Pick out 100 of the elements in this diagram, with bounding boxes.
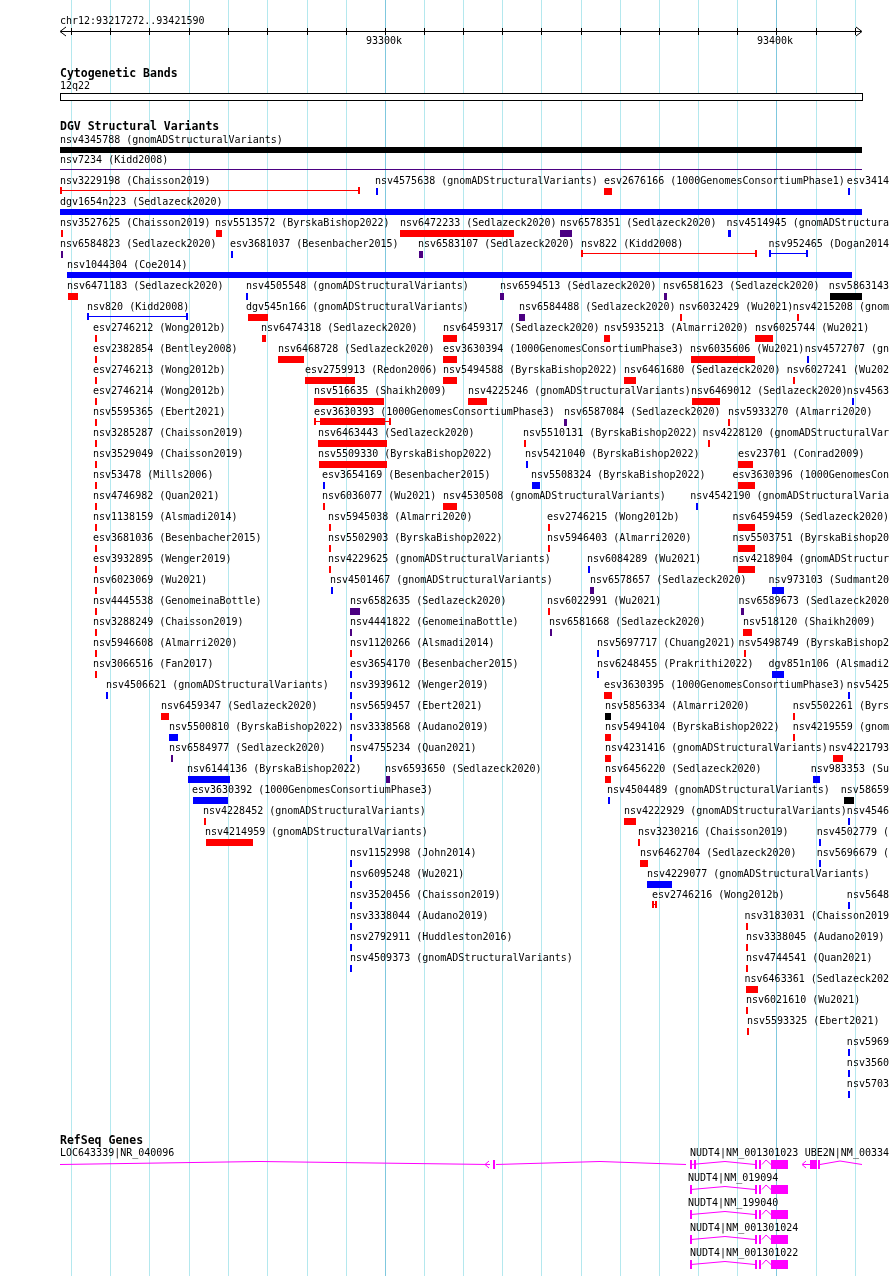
variant-label: nsv4572707 (gn [804,343,889,355]
variant-label: nsv4504489 (gnomADStructuralVariants) [607,784,830,796]
variant-label: dgv545n166 (gnomADStructuralVariants) [246,301,469,313]
variant-label: nsv4441822 (GenomeinaBottle) [350,616,519,628]
variant-label: esv3630395 (1000GenomesConsortiumPhase3) [604,679,845,691]
variant-label: nsv5494104 (ByrskaBishop2022) [605,721,780,733]
variant-label: nsv5502903 (ByrskaBishop2022) [328,532,503,544]
variant-label: esv2382854 (Bentley2008) [93,343,238,355]
variant-label: nsv1138159 (Alsmadi2014) [93,511,238,523]
variant-label: nsv6027241 (Wu202 [786,364,889,376]
variant-label: nsv5945038 (Almarri2020) [328,511,473,523]
variant-label: nsv4514945 (gnomADStructura [726,217,889,229]
variant-label: nsv4575638 (gnomADStructuralVariants) [375,175,598,187]
variant-label: esv3654170 (Besenbacher2015) [350,658,519,670]
variant-label: nsv6144136 (ByrskaBishop2022) [187,763,362,775]
variant-label: nsv5935213 (Almarri2020) [604,322,749,334]
tick-label: 93400k [757,35,794,47]
variant-label: nsv5510131 (ByrskaBishop2022) [523,427,698,439]
variant-label: nsv6459459 (Sedlazeck2020) [732,511,889,523]
variant-label: nsv5648 [846,889,889,901]
variant-label: esv3654169 (Besenbacher2015) [322,469,491,481]
variant-label: esv2746213 (Wong2012b) [93,364,226,376]
variant-label: nsv4530508 (gnomADStructuralVariants) [443,490,666,502]
track-title: Cytogenetic Bands [60,67,178,80]
variant-label: nsv6594513 (Sedlazeck2020) [500,280,657,292]
variant-label: nsv4221793 [828,742,889,754]
variant-label: nsv4229077 (gnomADStructuralVariants) [647,868,870,880]
variant-label: nsv3520456 (Chaisson2019) [350,889,501,901]
variant-label: nsv53478 (Mills2006) [93,469,214,481]
variant-label: nsv4746982 (Quan2021) [93,490,220,502]
variant-label: nsv6471183 (Sedlazeck2020) [67,280,224,292]
variant-label: nsv6248455 (Prakrithi2022) [597,658,754,670]
variant-label: nsv4546 [846,805,889,817]
variant-label: nsv3288249 (Chaisson2019) [93,616,244,628]
variant-label: nsv7234 (Kidd2008) [60,154,169,166]
variant-label: nsv6587084 (Sedlazeck2020) [564,406,721,418]
variant-label: nsv4506621 (gnomADStructuralVariants) [106,679,329,691]
variant-label: nsv3183031 (Chaisson2019 [744,910,889,922]
variant-label: nsv516635 (Shaikh2009) [314,385,447,397]
variant-label: esv2676166 (1000GenomesConsortiumPhase1) [604,175,845,187]
variant-label: nsv3939612 (Wenger2019) [350,679,489,691]
variant-label: nsv4222929 (gnomADStructuralVariants) [624,805,847,817]
variant-label: nsv5659457 (Ebert2021) [350,700,483,712]
variant-label: dgv851n106 (Alsmadi2 [768,658,889,670]
variant-label: nsv4501467 (gnomADStructuralVariants) [330,574,553,586]
variant-label: nsv5697717 (Chuang2021) [597,637,736,649]
variant-label: esv3681036 (Besenbacher2015) [93,532,262,544]
variant-label: nsv6022991 (Wu2021) [547,595,662,607]
variant-label: nsv3285287 (Chaisson2019) [93,427,244,439]
variant-label: nsv3560 [846,1057,889,1069]
variant-label: nsv5421040 (ByrskaBishop2022) [525,448,700,460]
gene-label: NUDT4|NM_001301023 [690,1147,799,1159]
variant-label: nsv4505548 (gnomADStructuralVariants) [246,280,469,292]
variant-label: nsv4228120 (gnomADStructuralVar [702,427,889,439]
variant-label: esv3932895 (Wenger2019) [93,553,232,565]
variant-label: nsv6036077 (Wu2021) [322,490,437,502]
track-title: RefSeq Genes [60,1134,144,1147]
variant-label: nsv4225246 (gnomADStructuralVariants) [468,385,691,397]
variant-label: nsv3338045 (Audano2019) [746,931,885,943]
variant-label: nsv5703 [846,1078,889,1090]
gene-label: NUDT4|NM_001301024 [690,1222,799,1234]
variant-label: nsv4228452 (gnomADStructuralVariants) [203,805,426,817]
variant-label: nsv6468728 (Sedlazeck2020) [278,343,435,355]
variant-label: nsv4563 [846,385,889,397]
variant-label: nsv6583107 (Sedlazeck2020) [418,238,575,250]
variant-label: nsv4214959 (gnomADStructuralVariants) [205,826,428,838]
variant-label: nsv6582635 (Sedlazeck2020) [350,595,507,607]
variant-label: nsv3230216 (Chaisson2019) [638,826,789,838]
variant-label: esv2746216 (Wong2012b) [652,889,785,901]
variant-label: esv3630393 (1000GenomesConsortiumPhase3) [314,406,555,418]
variant-label: nsv6035606 (Wu2021) [690,343,805,355]
variant-label: nsv6084289 (Wu2021) [587,553,702,565]
variant-label: nsv5863143 [828,280,889,292]
variant-label: nsv6032429 (Wu2021) [679,301,794,313]
variant-label: nsv3338568 (Audano2019) [350,721,489,733]
variant-label: nsv4229625 (gnomADStructuralVariants) [328,553,551,565]
variant-label: nsv5502261 (Byrs [792,700,889,712]
variant-label: nsv3229198 (Chaisson2019) [60,175,211,187]
variant-label: nsv3527625 (Chaisson2019) [60,217,211,229]
variant-label: nsv4231416 (gnomADStructuralVariants) [605,742,828,754]
variant-label: nsv6021610 (Wu2021) [746,994,861,1006]
band-label: 12q22 [60,80,91,92]
variant-label: nsv6095248 (Wu2021) [350,868,465,880]
variant-label: nsv4218904 (gnomADStructur [732,553,889,565]
variant-label: nsv1152998 (John2014) [350,847,477,859]
gene-label: UBE2N|NM_00334 [804,1147,889,1159]
variant-label: nsv58659 [840,784,889,796]
variant-label: nsv3338044 (Audano2019) [350,910,489,922]
variant-label: dgv1654n223 (Sedlazeck2020) [60,196,223,208]
gene-label: LOC643339|NR_040096 [60,1147,175,1159]
variant-label: nsv6584488 (Sedlazeck2020) [519,301,676,313]
variant-label: nsv5494588 (ByrskaBishop2022) [443,364,618,376]
variant-label: nsv6578657 (Sedlazeck2020) [590,574,747,586]
variant-label: nsv820 (Kidd2008) [87,301,190,313]
variant-label: esv3630392 (1000GenomesConsortiumPhase3) [192,784,433,796]
variant-label: nsv3529049 (Chaisson2019) [93,448,244,460]
variant-label: nsv5595365 (Ebert2021) [93,406,226,418]
variant-label: nsv983353 (Su [810,763,889,775]
variant-label: nsv822 (Kidd2008) [581,238,684,250]
variant-label: nsv4502779 ( [816,826,889,838]
